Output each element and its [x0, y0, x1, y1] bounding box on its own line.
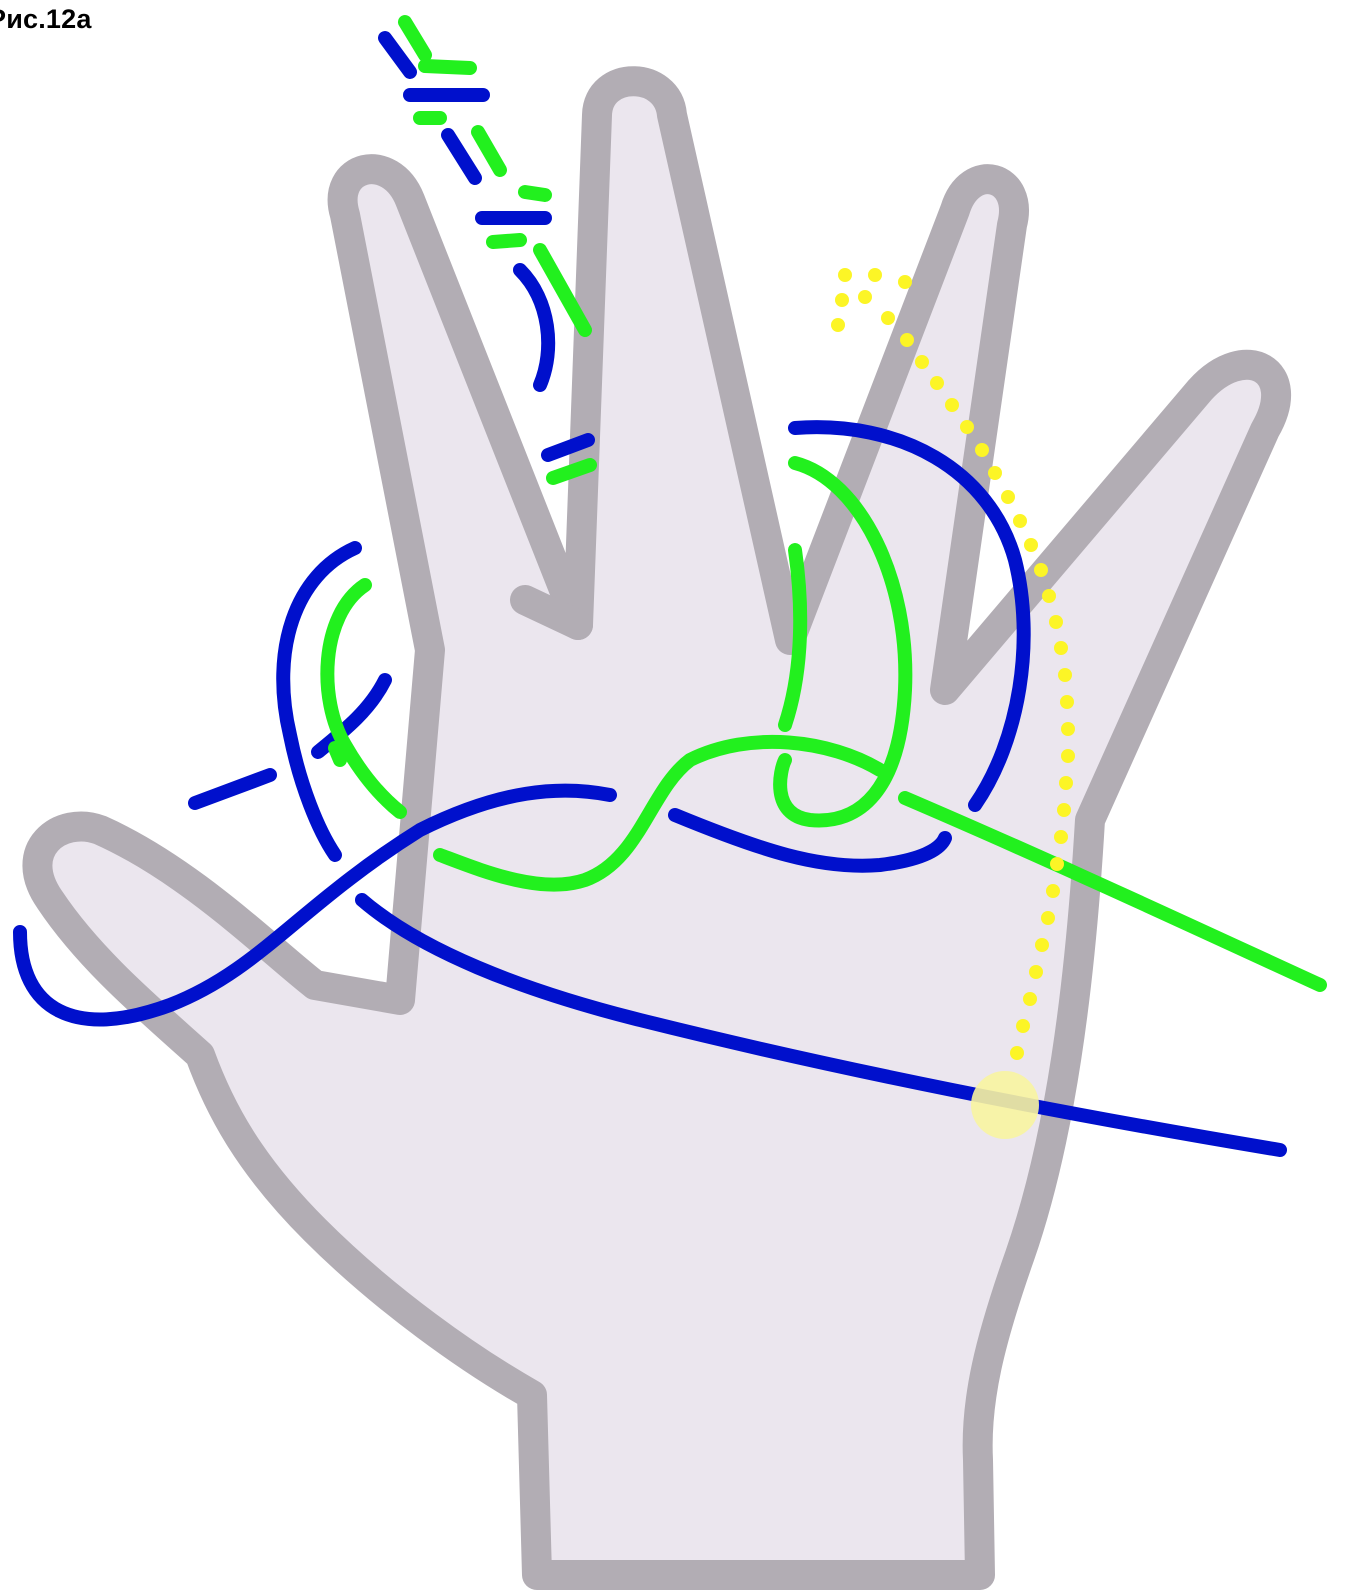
green-thread-crossbar-1 — [425, 66, 470, 68]
circle-marker-icon — [971, 1071, 1039, 1139]
hand-outline-icon — [37, 81, 1276, 1575]
green-thread-left-loop — [327, 585, 400, 812]
green-thread-crossbar-4 — [493, 240, 520, 242]
blue-thread-left-loop — [283, 548, 355, 855]
blue-thread-finger-arc — [520, 270, 548, 385]
green-thread-top-dash-2 — [478, 132, 500, 170]
blue-thread-top-dash-2 — [448, 135, 475, 178]
blue-thread-top-dash-1 — [385, 38, 410, 72]
blue-thread-left-dash — [195, 775, 270, 803]
green-thread-left-dash — [335, 748, 340, 760]
green-thread-top-dash-1 — [405, 22, 425, 55]
green-thread-crossbar-3 — [525, 192, 545, 195]
